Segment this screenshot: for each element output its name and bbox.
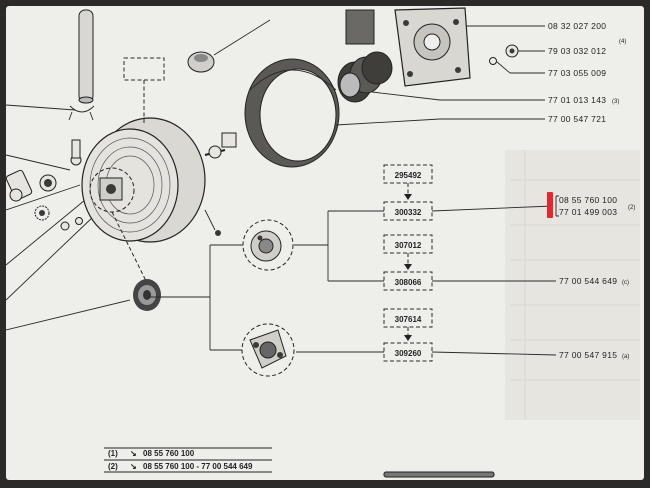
svg-text:307012: 307012 bbox=[395, 241, 422, 250]
legend-arrow-2: ↘ bbox=[130, 462, 137, 471]
legend-num-2: (2) bbox=[108, 462, 118, 471]
ref-c: (c) bbox=[622, 280, 629, 286]
brake-servo-diagram: 08 32 027 200 (4) 79 03 032 012 77 03 05… bbox=[6, 7, 640, 478]
code-box-300332: 300332 bbox=[383, 201, 433, 221]
pn-79-03-032-012: 79 03 032 012 bbox=[548, 46, 606, 56]
dashed-leader-down bbox=[111, 211, 149, 286]
leader-row-3 bbox=[431, 351, 557, 356]
svg-text:308066: 308066 bbox=[395, 278, 422, 287]
valve-variant-1 bbox=[242, 219, 294, 271]
bellows bbox=[337, 51, 441, 103]
svg-text:307614: 307614 bbox=[395, 315, 422, 324]
svg-text:309260: 309260 bbox=[395, 349, 422, 358]
ref-a: (a) bbox=[622, 354, 629, 360]
vacuum-pipe bbox=[68, 9, 95, 121]
catalog-page: 08 32 027 200 (4) 79 03 032 012 77 03 05… bbox=[6, 6, 644, 480]
legend: (1) ↘ 08 55 760 100 (2) ↘ 08 55 760 100 … bbox=[104, 447, 272, 473]
ref-3: (3) bbox=[612, 99, 619, 105]
flange-plate bbox=[394, 7, 471, 87]
nut-washer bbox=[489, 44, 519, 65]
variant-tree bbox=[148, 210, 384, 353]
svg-text:295492: 295492 bbox=[395, 171, 422, 180]
pn-77-00-547-721: 77 00 547 721 bbox=[548, 114, 606, 124]
valve-variant-2 bbox=[241, 323, 295, 377]
legend-arrow-1: ↘ bbox=[130, 449, 137, 458]
brake-servo-body bbox=[81, 117, 237, 243]
legend-text-2: 08 55 760 100 - 77 00 544 649 bbox=[143, 462, 253, 471]
block-part bbox=[345, 9, 375, 45]
rubber-plug bbox=[187, 19, 271, 73]
pn-77-01-499-003: 77 01 499 003 bbox=[559, 207, 617, 217]
svg-text:300332: 300332 bbox=[395, 208, 422, 217]
legend-text-1: 08 55 760 100 bbox=[143, 449, 195, 458]
dashed-box-top bbox=[123, 57, 165, 81]
pn-77-01-013-143: 77 01 013 143 bbox=[548, 95, 606, 105]
code-box-307012: 307012 bbox=[383, 234, 433, 254]
pn-08-55-760-100: 08 55 760 100 bbox=[559, 195, 617, 205]
pn-77-00-547-915: 77 00 547 915 bbox=[559, 350, 617, 360]
code-box-308066: 308066 bbox=[383, 271, 433, 291]
highlight-marker bbox=[547, 192, 553, 218]
background-faded-table bbox=[505, 150, 640, 420]
pipe-piece bbox=[383, 471, 495, 478]
ref-2: (2) bbox=[628, 205, 635, 211]
left-fittings bbox=[6, 139, 83, 231]
code-box-307614: 307614 bbox=[383, 308, 433, 328]
pn-08-32-027-200: 08 32 027 200 bbox=[548, 21, 606, 31]
code-box-295492: 295492 bbox=[383, 164, 433, 184]
pn-77-03-055-009: 77 03 055 009 bbox=[548, 68, 606, 78]
rubber-ring bbox=[244, 58, 441, 168]
legend-num-1: (1) bbox=[108, 449, 118, 458]
code-box-309260: 309260 bbox=[383, 342, 433, 362]
ref-4: (4) bbox=[619, 39, 626, 45]
leader-row-1 bbox=[431, 205, 554, 212]
pn-77-00-544-649: 77 00 544 649 bbox=[559, 276, 617, 286]
grommet bbox=[133, 279, 161, 311]
left-leader-lines bbox=[6, 104, 131, 331]
